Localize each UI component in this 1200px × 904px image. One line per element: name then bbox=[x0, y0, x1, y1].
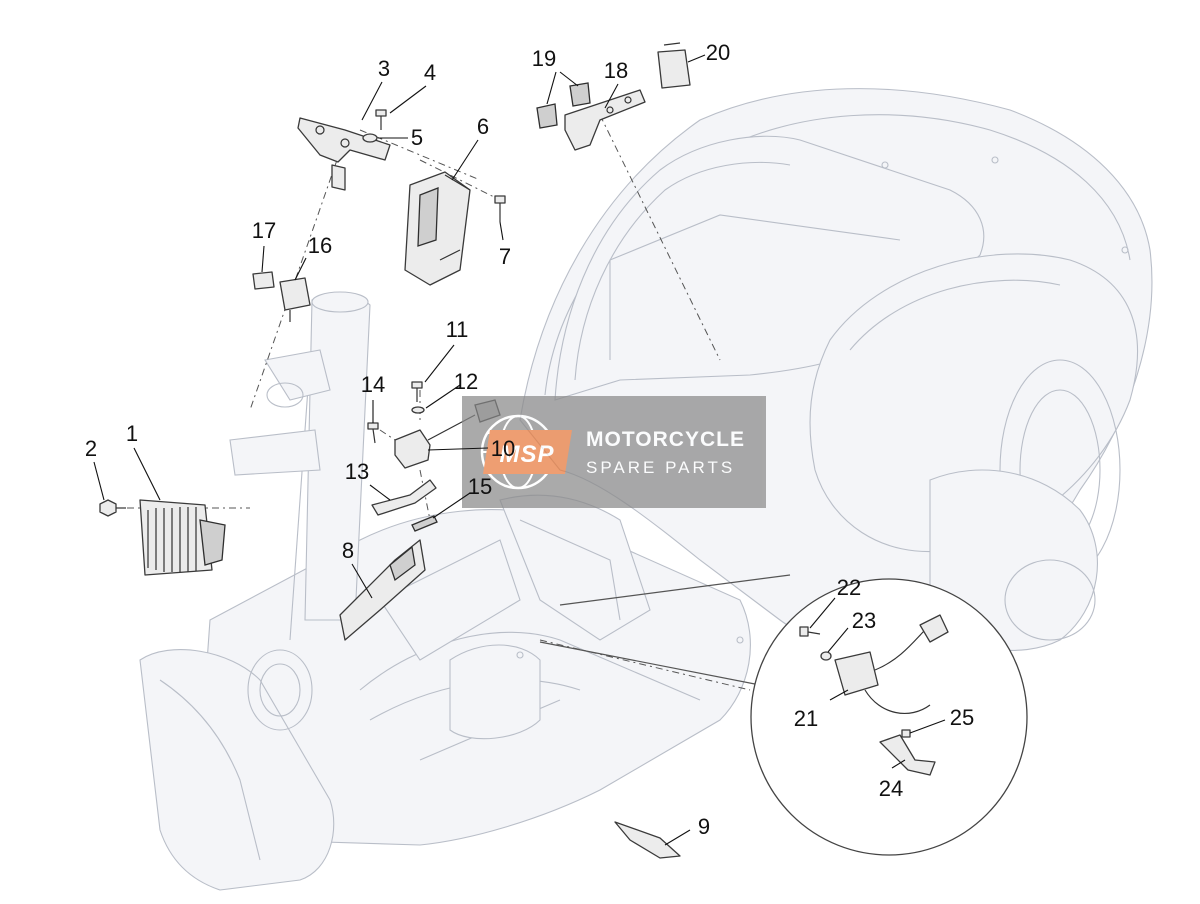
callout-20: 20 bbox=[706, 40, 730, 65]
leader-lines bbox=[93, 54, 946, 846]
callout-9: 9 bbox=[698, 814, 710, 839]
callout-7: 7 bbox=[499, 244, 511, 269]
callout-17: 17 bbox=[252, 218, 276, 243]
callout-12: 12 bbox=[454, 369, 478, 394]
bracket-3 bbox=[297, 117, 391, 191]
callout-16: 16 bbox=[308, 233, 332, 258]
bracket-9 bbox=[614, 821, 681, 859]
screw-4 bbox=[375, 109, 387, 130]
callout-24: 24 bbox=[879, 776, 903, 801]
callout-11: 11 bbox=[446, 317, 469, 342]
bolt-2 bbox=[99, 499, 126, 517]
washer-12 bbox=[411, 406, 425, 414]
cover-20 bbox=[657, 42, 691, 89]
callout-3: 3 bbox=[378, 56, 390, 81]
watermark-logo-badge bbox=[483, 430, 572, 474]
callout-6: 6 bbox=[477, 114, 489, 139]
screw-7 bbox=[494, 195, 506, 222]
screw-14 bbox=[367, 422, 379, 444]
watermark-title: MOTORCYCLE bbox=[586, 428, 745, 451]
clip-15 bbox=[411, 515, 438, 532]
callout-2: 2 bbox=[85, 436, 97, 461]
bracket-18 bbox=[564, 89, 646, 151]
relay-16 bbox=[279, 277, 311, 322]
fuse-17 bbox=[252, 271, 275, 290]
scooter-body-ghost bbox=[139, 88, 1153, 891]
callout-13: 13 bbox=[345, 459, 369, 484]
callout-5: 5 bbox=[411, 125, 423, 150]
callout-4: 4 bbox=[424, 60, 436, 85]
screw-11 bbox=[411, 381, 423, 402]
callout-15: 15 bbox=[468, 474, 492, 499]
control-unit bbox=[404, 171, 471, 286]
callout-23: 23 bbox=[852, 608, 876, 633]
callout-19: 19 bbox=[532, 46, 556, 71]
watermark: MSP MOTORCYCLE SPARE PARTS bbox=[462, 396, 766, 508]
callout-numbers: 1 2 3 4 5 6 7 8 9 10 11 12 13 14 15 16 1… bbox=[85, 40, 974, 839]
callout-8: 8 bbox=[342, 538, 354, 563]
callout-1: 1 bbox=[126, 421, 138, 446]
callout-10: 10 bbox=[491, 436, 515, 461]
callout-21: 21 bbox=[794, 706, 818, 731]
voltage-regulator bbox=[139, 499, 226, 576]
callout-18: 18 bbox=[604, 58, 628, 83]
callout-14: 14 bbox=[361, 372, 385, 397]
callout-22: 22 bbox=[837, 575, 861, 600]
bracket-13 bbox=[371, 479, 437, 516]
plate-8 bbox=[339, 539, 426, 641]
watermark-logo-text: MSP bbox=[499, 441, 554, 468]
watermark-subtitle: SPARE PARTS bbox=[586, 458, 735, 477]
detail-inset bbox=[539, 574, 1028, 856]
callout-25: 25 bbox=[950, 705, 974, 730]
button-19 bbox=[536, 82, 591, 129]
washer-5 bbox=[362, 133, 378, 143]
